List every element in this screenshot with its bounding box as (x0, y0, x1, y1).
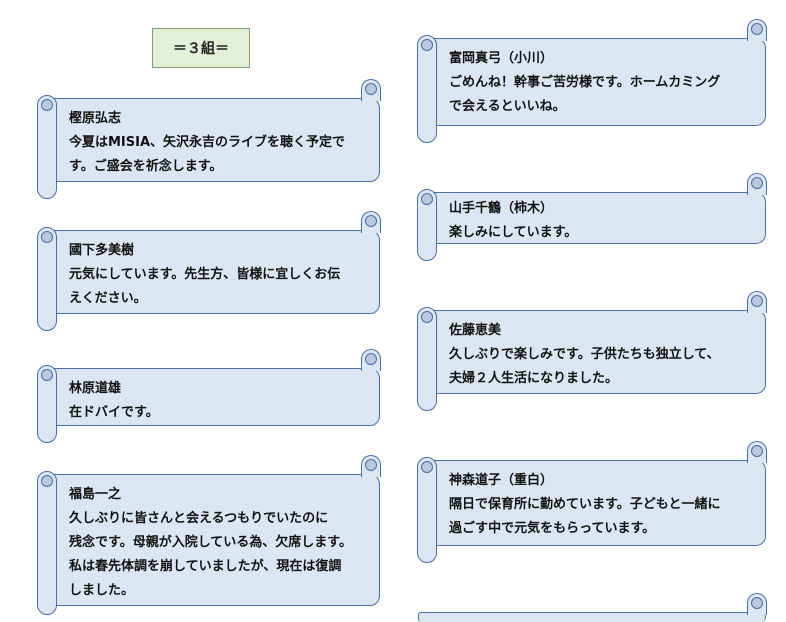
message-card: 林原道雄 在ドバイです。 (37, 349, 381, 443)
card-message: 元気にしています。先生方、皆様に宜しくお伝 えください。 (69, 267, 341, 306)
card-message: 隔日で保育所に勤めています。子どもと一緒に 過ごす中で元気をもらっています。 (449, 497, 721, 536)
message-card: 佐藤恵美 久しぶりで楽しみです。子供たちも独立して、 夫婦２人生活になりました。 (417, 291, 767, 411)
card-message: 楽しみにしています。 (449, 225, 578, 240)
scroll-roll-left (37, 95, 57, 199)
message-card-partial (418, 593, 767, 622)
scroll-roll-left (37, 365, 57, 443)
card-message: 久しぶりで楽しみです。子供たちも独立して、 夫婦２人生活になりました。 (449, 347, 720, 386)
card-name: 神森道子（重白） (449, 473, 554, 488)
card-message: 今夏はMISIA、矢沢永吉のライブを聴く予定で す。ご盛会を祈念します。 (69, 135, 346, 174)
scroll-roll-top (361, 79, 381, 101)
scroll-roll-top (361, 211, 381, 233)
message-card: 神森道子（重白） 隔日で保育所に勤めています。子どもと一緒に 過ごす中で元気をも… (417, 441, 767, 563)
scroll-roll-left (417, 35, 437, 143)
card-name: 佐藤恵美 (449, 323, 502, 338)
scroll-roll-top (747, 593, 767, 615)
message-card: 山手千鶴（柿木） 楽しみにしています。 (417, 173, 767, 261)
scroll-roll-left (37, 227, 57, 331)
message-card: 富岡真弓（小川） ごめんね！幹事ご苦労様です。ホームカミング で会えるといいね。 (417, 19, 767, 143)
card-name: 林原道雄 (69, 381, 122, 396)
class-title: ＝３組＝ (152, 28, 250, 68)
scroll-roll-top (361, 349, 381, 371)
scroll-roll-left (417, 189, 437, 261)
card-name: 國下多美樹 (69, 243, 135, 258)
message-card: 福島一之 久しぶりに皆さんと会えるつもりでいたのに 残念です。母親が入院している… (37, 455, 381, 615)
card-name: 福島一之 (69, 487, 122, 502)
scroll-roll-left (37, 471, 57, 615)
scroll-roll-top (361, 455, 381, 477)
scroll-roll-top (747, 173, 767, 195)
card-name: 富岡真弓（小川） (449, 51, 554, 66)
scroll-roll-top (747, 19, 767, 41)
card-message: ごめんね！幹事ご苦労様です。ホームカミング で会えるといいね。 (449, 75, 721, 114)
scroll-roll-left (417, 457, 437, 563)
card-name: 樫原弘志 (69, 111, 122, 126)
scroll-roll-left (417, 307, 437, 411)
message-card: 樫原弘志 今夏はMISIA、矢沢永吉のライブを聴く予定で す。ご盛会を祈念します… (37, 79, 381, 199)
scroll-roll-top (747, 291, 767, 313)
scroll-roll-top (747, 441, 767, 463)
card-message: 久しぶりに皆さんと会えるつもりでいたのに 残念です。母親が入院している為、欠席し… (69, 511, 353, 598)
message-card: 國下多美樹 元気にしています。先生方、皆様に宜しくお伝 えください。 (37, 211, 381, 331)
card-message: 在ドバイです。 (69, 405, 159, 420)
card-name: 山手千鶴（柿木） (449, 201, 554, 216)
